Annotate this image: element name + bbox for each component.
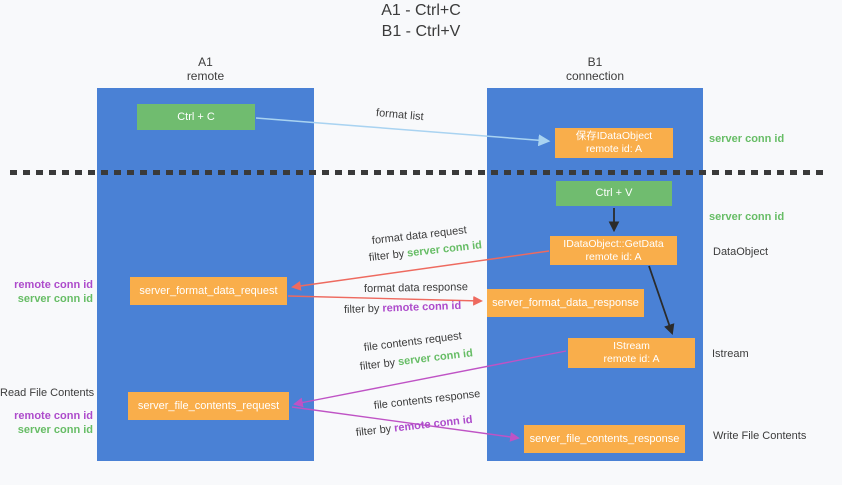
server-file-contents-response-box: server_file_contents_response xyxy=(524,425,685,453)
format-data-response-label: format data response xyxy=(363,281,469,295)
lane-header-b1: B1 connection xyxy=(487,55,703,83)
server-format-data-response-box: server_format_data_response xyxy=(487,289,644,317)
format-request-conn-id-stack: remote conn id server conn id xyxy=(0,278,93,306)
istream-line1: IStream xyxy=(613,340,650,352)
read-file-contents-annotation: Read File Contents xyxy=(0,387,95,399)
server-format-data-response-label: server_format_data_response xyxy=(492,296,639,309)
lane-header-a1: A1 remote xyxy=(97,55,314,83)
file-request-conn-id-stack: remote conn id server conn id xyxy=(0,409,93,437)
server-conn-id-annotation-mid: server conn id xyxy=(709,211,785,223)
save-dataobject-line1: 保存IDataObject xyxy=(575,130,653,142)
remote-conn-id-annotation: remote conn id xyxy=(14,279,93,291)
istream-line2: remote id: A xyxy=(603,353,660,365)
diagram-title: A1 - Ctrl+C B1 - Ctrl+V xyxy=(0,0,842,42)
title-line-2: B1 - Ctrl+V xyxy=(381,23,461,40)
lane-a1-role: remote xyxy=(186,69,225,83)
title-line-1: A1 - Ctrl+C xyxy=(381,2,461,19)
server-format-data-request-box: server_format_data_request xyxy=(130,277,287,305)
server-conn-id-annotation-top: server conn id xyxy=(709,133,785,145)
server-format-data-request-label: server_format_data_request xyxy=(139,284,278,297)
lane-b1-role: connection xyxy=(565,69,625,83)
dataobject-annotation: DataObject xyxy=(713,246,769,258)
ctrl-v-label: Ctrl + V xyxy=(595,187,633,199)
filter-by-text: filter by xyxy=(355,423,392,439)
ctrl-c-box: Ctrl + C xyxy=(137,104,255,130)
filter-by-text: filter by xyxy=(359,356,396,373)
remote-conn-id-annotation: remote conn id xyxy=(14,410,93,422)
save-dataobject-box: 保存IDataObject remote id: A xyxy=(555,128,673,158)
ctrl-c-label: Ctrl + C xyxy=(177,110,215,123)
remote-conn-id-text: remote conn id xyxy=(382,299,462,315)
lane-b1-name: B1 xyxy=(587,55,603,69)
ctrl-v-box: Ctrl + V xyxy=(556,181,672,206)
format-list-label: format list xyxy=(375,107,425,124)
save-dataobject-line2: remote id: A xyxy=(585,143,643,155)
server-file-contents-request-box: server_file_contents_request xyxy=(128,392,289,420)
server-file-contents-response-label: server_file_contents_response xyxy=(529,432,680,445)
server-file-contents-request-label: server_file_contents_request xyxy=(137,399,280,412)
server-conn-id-annotation: server conn id xyxy=(17,293,93,305)
getdata-line2: remote id: A xyxy=(585,250,642,263)
getdata-line1: IDataObject::GetData xyxy=(563,237,664,250)
getdata-box: IDataObject::GetData remote id: A xyxy=(550,236,677,265)
filter-by-text: filter by xyxy=(368,248,405,264)
write-file-contents-annotation: Write File Contents xyxy=(713,430,807,442)
filter-by-text: filter by xyxy=(343,302,380,316)
lane-a1-name: A1 xyxy=(198,55,213,69)
server-conn-id-text: server conn id xyxy=(397,347,474,369)
file-contents-response-label: file contents response xyxy=(373,387,481,412)
server-conn-id-annotation: server conn id xyxy=(17,424,93,436)
remote-conn-id-text: remote conn id xyxy=(393,413,474,435)
istream-box: IStream remote id: A xyxy=(568,338,695,368)
istream-annotation: Istream xyxy=(712,348,749,360)
section-divider-dotted-line xyxy=(10,170,823,175)
